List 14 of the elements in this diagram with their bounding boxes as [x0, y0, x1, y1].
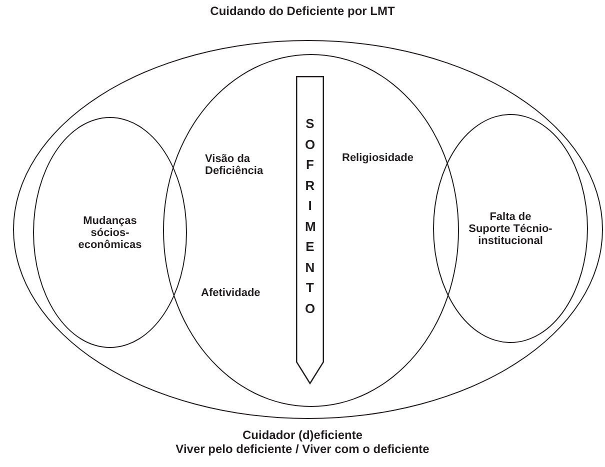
outer-ellipse — [13, 40, 603, 419]
vertical-text: SOFRIMENTO — [305, 115, 315, 318]
ellipse — [33, 117, 187, 348]
oval-label: Falta de Suporte Técnio-institucional — [468, 210, 552, 246]
oval-label: Mudanças sócios-econômicas — [77, 214, 143, 250]
oval-label: Religiosidade — [342, 152, 415, 164]
ellipse — [163, 54, 459, 407]
arrow-shape — [296, 76, 324, 385]
caption-line: Viver pelo deficiente / Viver com o deficiente — [174, 442, 430, 456]
oval-label: Visão da Deficiência — [205, 153, 264, 177]
title: Cuidando do Deficiente por LMT — [209, 4, 396, 18]
ellipse — [433, 114, 588, 343]
oval-label: Afetividade — [201, 287, 262, 299]
caption-line: Cuidador (d)eficiente — [241, 428, 364, 442]
